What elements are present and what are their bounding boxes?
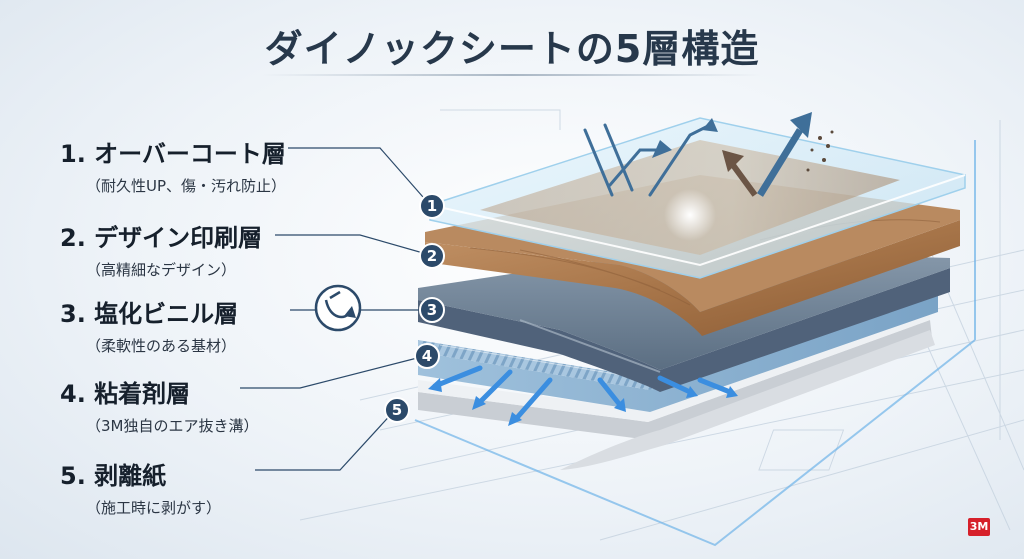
badge-3: 3 [419,297,445,323]
glow-frame [414,140,976,547]
layer-overcoat [429,117,966,279]
badge-2-label: 2 [427,247,437,265]
layer-desc: （高精細なデザイン） [86,261,237,279]
arrow-up-icon [608,148,662,187]
layer-release-liner [418,310,935,470]
air-flow-arrow-icon [432,365,733,423]
layer-item-adhesive: 4. 粘着剤層 （3M独自のエア抜き溝） [60,374,360,436]
connector-lines [240,147,431,471]
flexibility-icon [314,284,362,332]
badge-4: 4 [414,343,440,369]
badge-5-label: 5 [392,401,402,419]
deflect-arrows [583,123,712,197]
layer-item-liner: 5. 剥離紙 （施工時に剥がす） [60,456,360,518]
layer-item-vinyl: 3. 塩化ビニル層 （柔軟性のある基材） [60,294,360,356]
badge-1: 1 [419,193,445,219]
brand-logo: 3M [968,518,990,536]
layer-desc: （耐久性UP、傷・汚れ防止） [86,177,287,195]
badge-3-label: 3 [427,301,437,319]
layer-name: 2. デザイン印刷層 [60,224,263,252]
layer-desc: （3M独自のエア抜き溝） [86,417,259,435]
page-title: ダイノックシートの5層構造 [264,27,760,71]
badge-1-label: 1 [427,197,437,215]
layer-name: 1. オーバーコート層 [60,140,286,168]
layer-item-print: 2. デザイン印刷層 （高精細なデザイン） [60,218,360,280]
layer-item-overcoat: 1. オーバーコート層 （耐久性UP、傷・汚れ防止） [60,134,360,196]
layer-desc: （柔軟性のある基材） [86,337,237,355]
layer-name: 3. 塩化ビニル層 [60,300,239,328]
layer-name: 4. 粘着剤層 [60,380,191,408]
layer-name: 5. 剥離紙 [60,462,167,490]
layer-desc: （施工時に剥がす） [86,499,222,517]
big-deflect-arrows [722,112,834,197]
badge-5: 5 [384,397,410,423]
arrow-up-icon [652,118,718,158]
title-underline [262,74,762,76]
badge-4-label: 4 [422,347,432,365]
badge-2: 2 [419,243,445,269]
